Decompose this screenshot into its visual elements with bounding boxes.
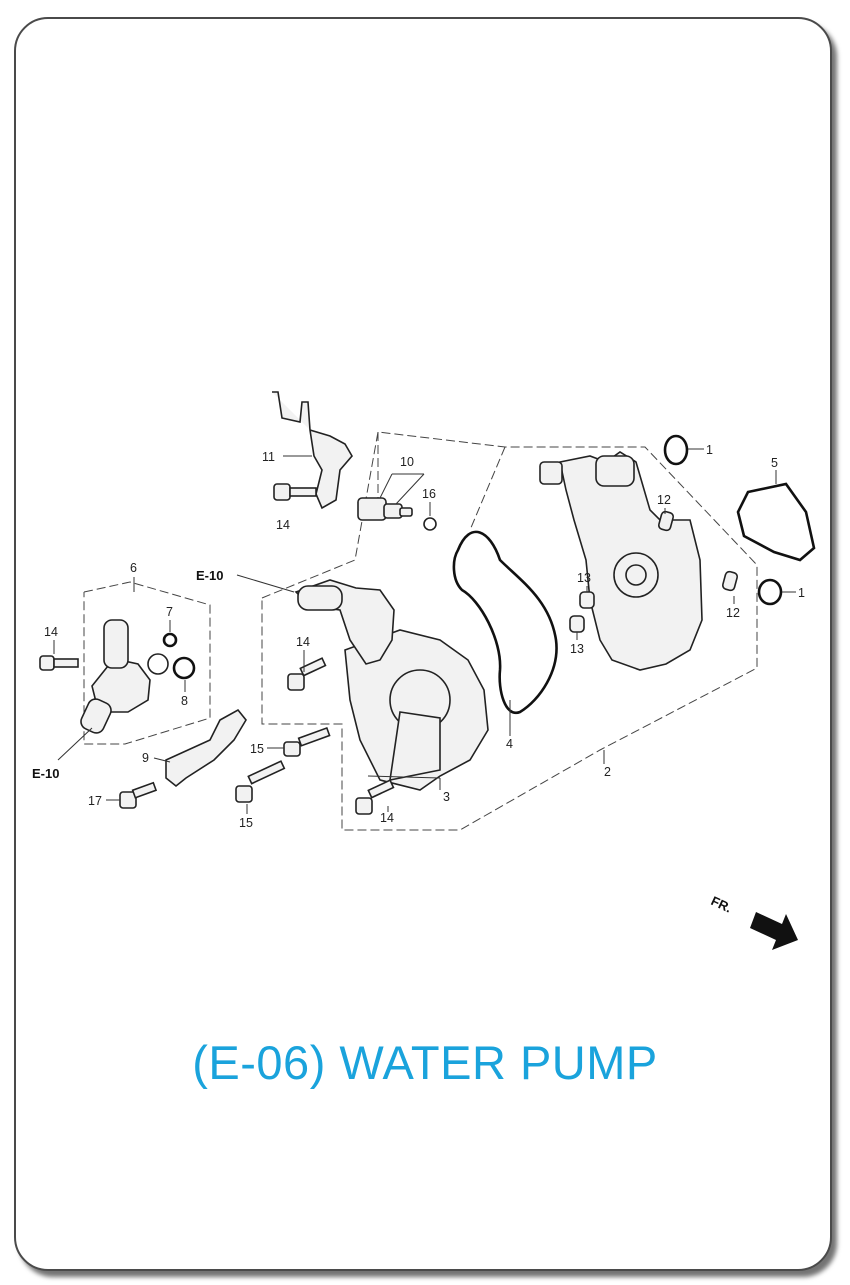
bolt-14-middle-part	[287, 657, 327, 691]
o-ring-7-part	[162, 632, 178, 648]
callout-5: 5	[771, 456, 778, 470]
bolt-14-top-part	[273, 483, 317, 501]
callout-3: 3	[443, 790, 450, 804]
callout-14-left: 14	[44, 625, 58, 639]
callout-12-upper: 12	[657, 493, 671, 507]
diagram-title: (E-06) WATER PUMP	[192, 1036, 658, 1089]
pump-outlet-pipe-part	[595, 455, 635, 487]
reference-e10-upper: E-10	[196, 568, 223, 583]
bolt-14-bottom-part	[355, 779, 395, 815]
upper-pipe-part	[297, 585, 343, 611]
group-outline-pump-assembly	[261, 431, 758, 831]
o-ring-1-top-part	[663, 434, 689, 466]
cover-rib-part	[389, 711, 441, 782]
dowel-12-right-part	[721, 570, 739, 592]
callout-17: 17	[88, 794, 102, 808]
bolt-17-part	[119, 781, 158, 809]
thermostat-port-part	[147, 653, 169, 675]
gasket-4-part	[452, 530, 558, 715]
group-outline-thermostat-housing	[83, 581, 211, 745]
callout-16: 16	[422, 487, 436, 501]
bolt-14-left-part	[39, 655, 79, 671]
gasket-5-part	[736, 482, 816, 562]
front-direction-indicator: FR.	[709, 893, 798, 950]
group-outline-joint-right	[469, 446, 506, 531]
callout-13-lower: 13	[570, 642, 584, 656]
bracket-9-part	[165, 708, 247, 788]
callout-13-upper: 13	[577, 571, 591, 585]
callout-1-top: 1	[706, 443, 713, 457]
callout-leader-lines	[53, 448, 796, 814]
callout-15-lower: 15	[239, 816, 253, 830]
front-direction-arrow-icon	[750, 912, 798, 950]
impeller-hub-part	[613, 552, 659, 598]
callout-1-right: 1	[798, 586, 805, 600]
impeller-shaft-part	[625, 564, 647, 586]
o-ring-8-part	[172, 656, 196, 680]
dowel-13-lower-part	[569, 615, 585, 633]
callout-12-lower: 12	[726, 606, 740, 620]
callout-6: 6	[130, 561, 137, 575]
callout-10: 10	[400, 455, 414, 469]
callout-4: 4	[506, 737, 513, 751]
thermostat-inlet-pipe-part	[103, 619, 129, 669]
callout-8: 8	[181, 694, 188, 708]
callout-15-upper: 15	[250, 742, 264, 756]
callout-14-bottom: 14	[380, 811, 394, 825]
bolt-15-lower-part	[235, 760, 286, 803]
callout-7: 7	[166, 605, 173, 619]
washer-16-part	[423, 517, 437, 531]
callout-11: 11	[262, 450, 275, 464]
pump-body-2-part	[559, 451, 703, 671]
pump-fitting-part	[539, 461, 563, 485]
callout-9: 9	[142, 751, 149, 765]
front-direction-label: FR.	[709, 893, 734, 915]
bolt-15-upper-part	[283, 726, 331, 757]
callout-2: 2	[604, 765, 611, 779]
pump-cover-3-part	[344, 629, 489, 791]
dowel-12-left-part	[657, 510, 675, 532]
callout-14-top: 14	[276, 518, 290, 532]
o-ring-1-right-part	[757, 578, 783, 606]
dowel-13-upper-part	[579, 591, 595, 609]
reference-e10-lower: E-10	[32, 766, 59, 781]
callout-14-middle: 14	[296, 635, 310, 649]
bracket-11-part	[272, 391, 353, 510]
temperature-sensor-10-part	[357, 497, 413, 521]
